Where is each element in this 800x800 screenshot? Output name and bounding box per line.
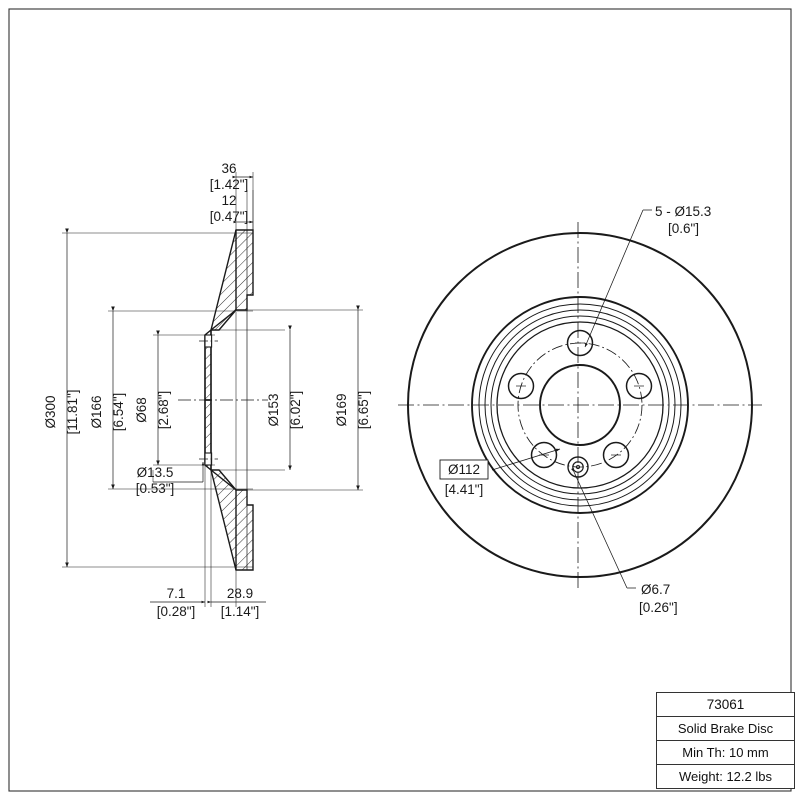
hat-ring-3 [490,315,670,495]
dim-bore-mm: Ø68 [134,397,149,423]
hat-ring-2 [484,309,676,501]
callout-pilot-hole-line1: Ø6.7 [641,582,670,597]
callout-lug-holes-line1: 5 - Ø15.3 [655,204,711,219]
face-leader-lines [491,209,652,589]
lug-hole-lower-right [602,441,630,469]
lug-hole-top [566,329,594,357]
dim-bore-inch: [2.68"] [156,391,171,430]
sheet-border [8,8,792,792]
section-extension-lines [62,172,363,607]
dim-disc-th-mm: 12 [221,193,236,208]
callout-pilot-hole-line2: [0.26"] [639,600,678,615]
dim-offset-inch: [1.14"] [221,604,260,619]
pilot-hole-center [575,464,581,470]
dim-inner-face-mm: Ø153 [266,393,281,426]
dim-lug-hole-inch: [0.53"] [136,481,175,496]
title-block-weight: Weight: 12.2 lbs [657,765,794,789]
dim-hat-od-mm: Ø166 [89,395,104,428]
title-block-min-thickness: Min Th: 10 mm [657,741,794,765]
section-horizontal-dims [150,175,266,604]
lug-hole-group [507,329,653,469]
section-profile-upper [199,229,254,401]
section-dimension-text: Ø300 [11.81"] Ø166 [6.54"] Ø68 [2.68"] Ø… [43,161,371,619]
callout-lug-holes-line2: [0.6"] [668,221,699,236]
lug-hole-leader [153,461,205,483]
dim-disc-th-inch: [0.47"] [210,209,249,224]
dim-od-inch: [11.81"] [65,389,80,434]
lug-hole-upper-left [507,372,535,400]
dim-overall-th-mm: 36 [221,161,236,176]
pilot-hole-outer [567,456,589,478]
disc-outer-circle [407,232,753,578]
title-block: 73061 Solid Brake Disc Min Th: 10 mm Wei… [656,692,795,789]
pilot-hole-inner [572,461,584,473]
face-view-group: 5 - Ø15.3 [0.6"] Ø112 [4.41"] Ø6.7 [0.26… [398,204,762,615]
title-block-description: Solid Brake Disc [657,717,794,741]
dim-inner-face-inch: [6.02"] [288,391,303,430]
dim-inner-od-mm: Ø169 [334,393,349,426]
bolt-circle-basic-box [439,459,489,480]
hat-outer-circle [471,296,689,514]
center-bore-circle [539,364,621,446]
lug-hole-upper-right [625,372,653,400]
section-profile-lower [199,399,254,571]
dim-od-mm: Ø300 [43,395,58,428]
dim-inner-od-inch: [6.65"] [356,391,371,430]
dim-hat-od-inch: [6.54"] [111,393,126,432]
dim-hat-depth-inch: [0.28"] [157,604,196,619]
pilot-hole-group [567,456,589,478]
dim-overall-th-inch: [1.42"] [210,177,249,192]
callout-bolt-circle-line2: [4.41"] [445,482,484,497]
section-dimension-lines [65,228,360,568]
hat-ring-1 [478,303,682,507]
hat-ring-4 [496,321,664,489]
face-callout-text: 5 - Ø15.3 [0.6"] Ø112 [4.41"] Ø6.7 [0.26… [439,204,711,615]
title-block-part-number: 73061 [657,693,794,717]
section-view-group [62,172,363,607]
dim-lug-hole-mm: Ø13.5 [137,465,174,480]
dim-offset-mm: 28.9 [227,586,253,601]
callout-bolt-circle-line1: Ø112 [448,462,480,477]
dim-hat-depth-mm: 7.1 [167,586,186,601]
lug-hole-lower-left [530,441,558,469]
